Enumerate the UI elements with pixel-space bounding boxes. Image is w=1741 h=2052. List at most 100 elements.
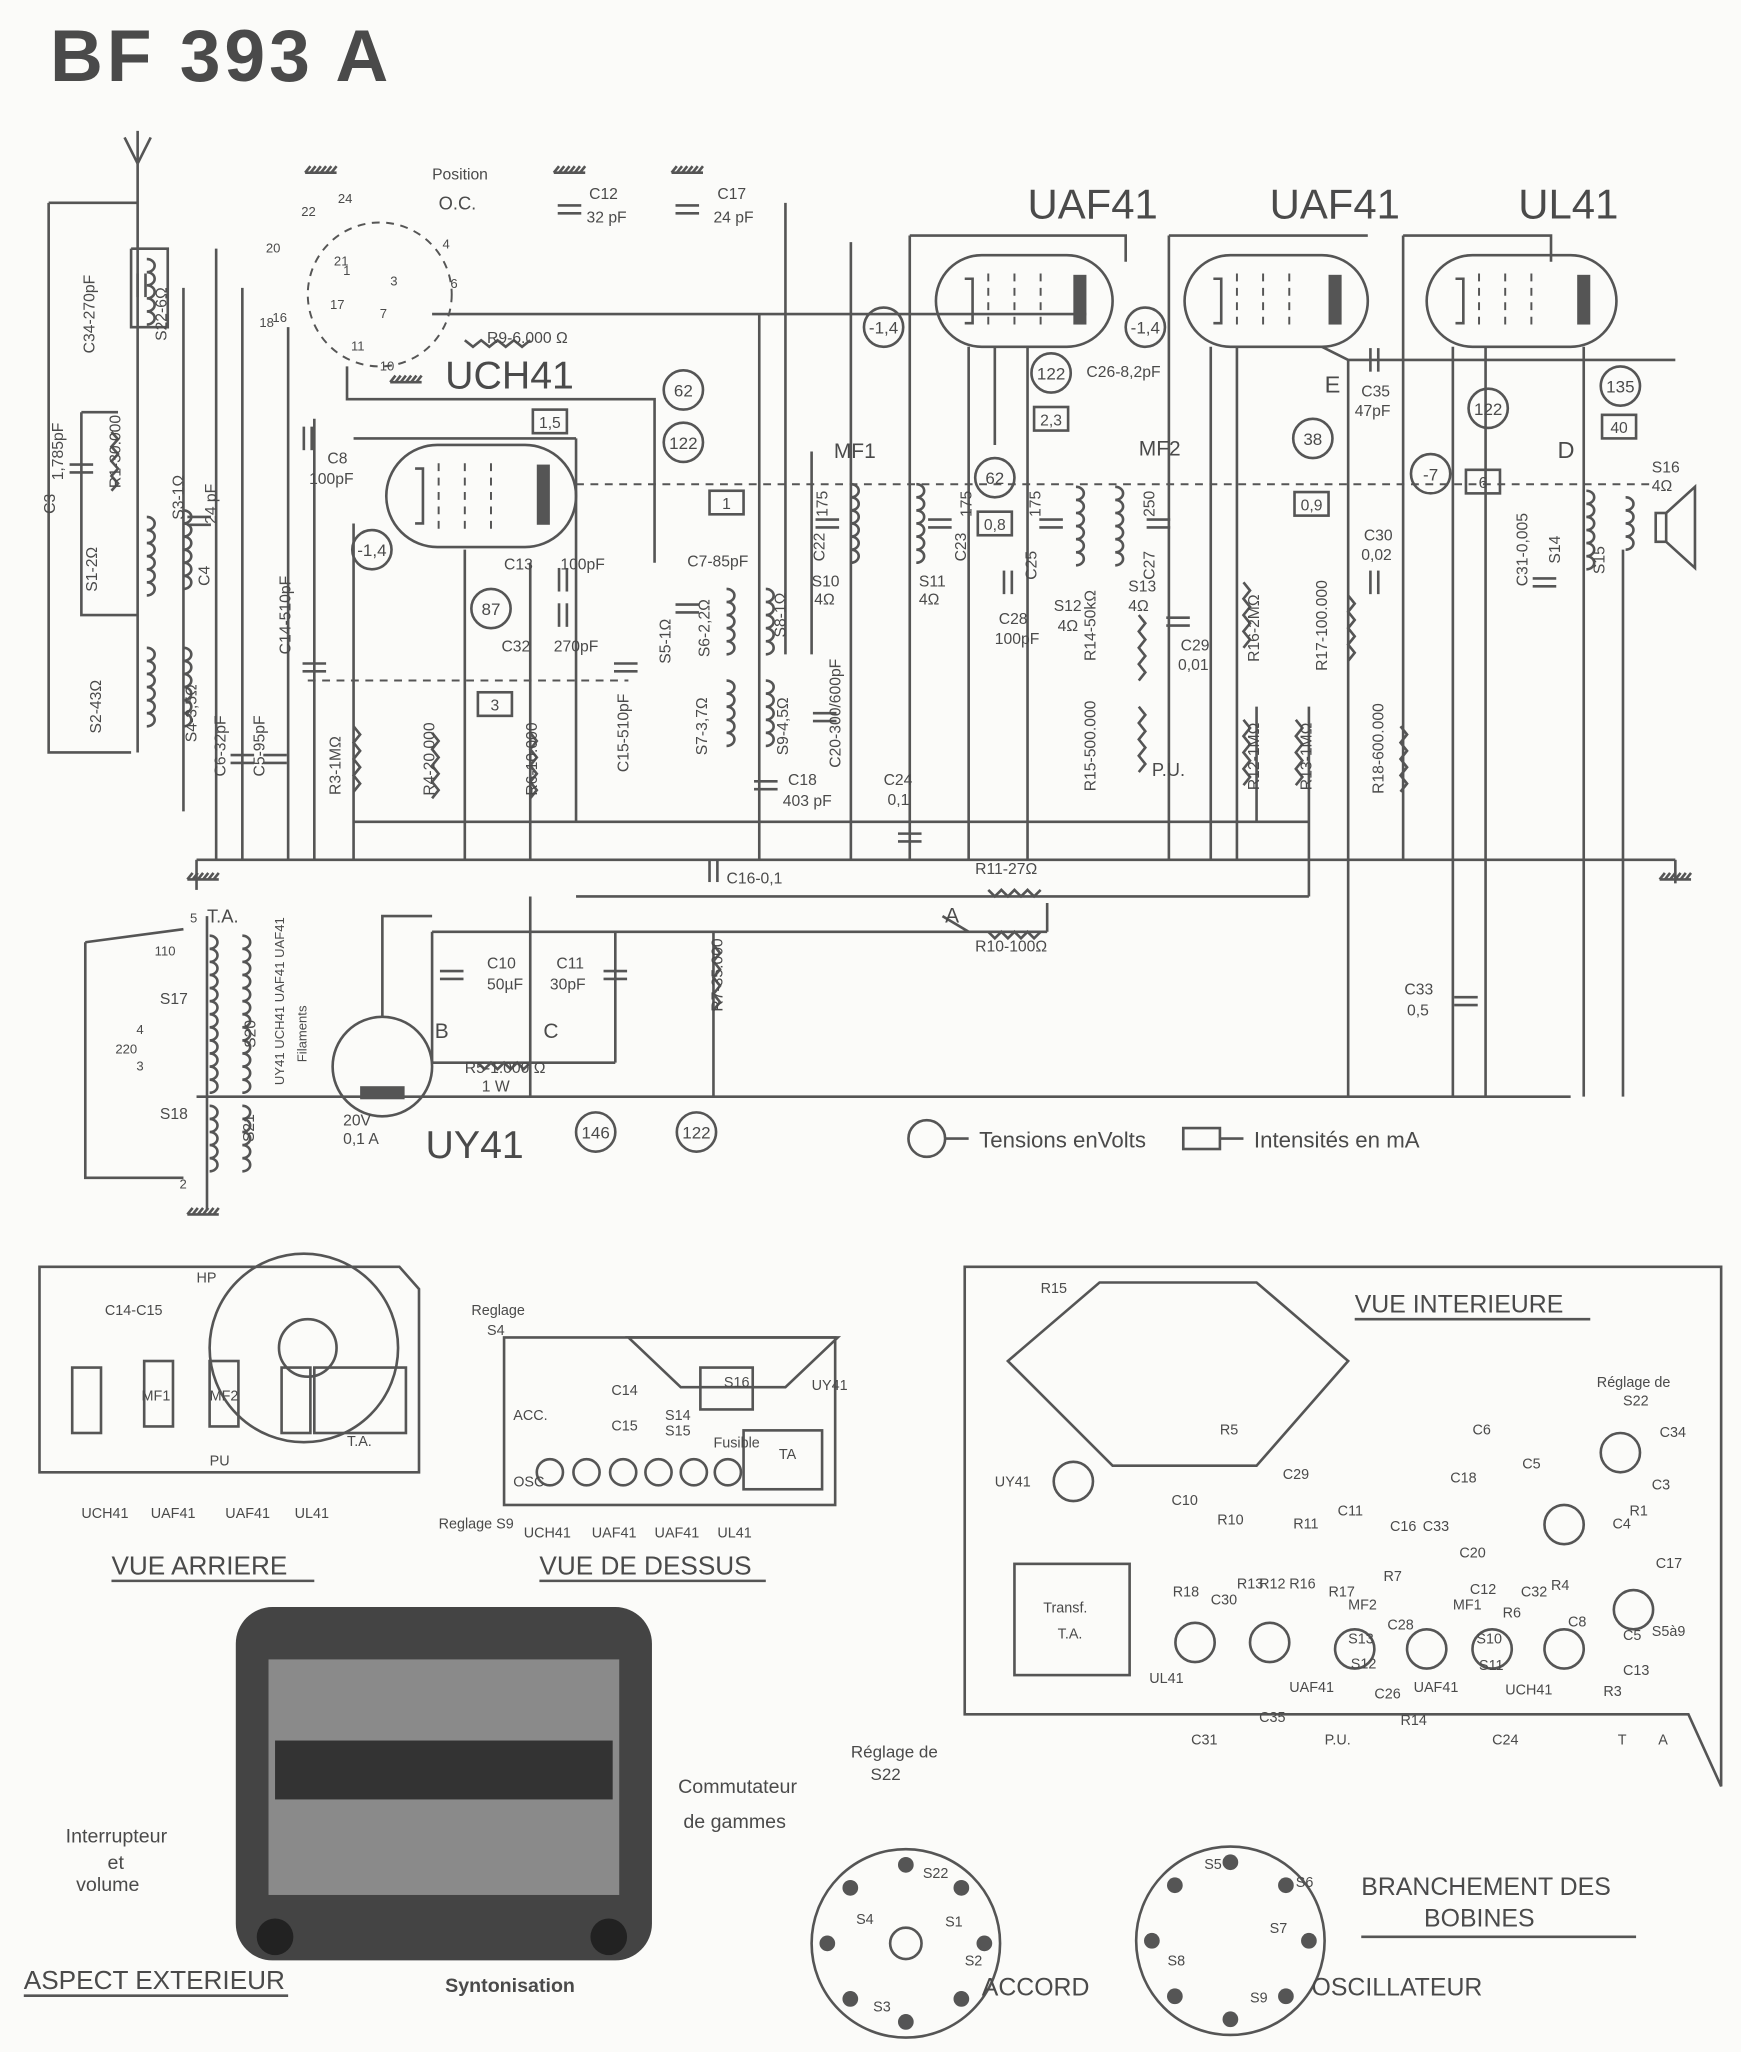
tube-envelope xyxy=(384,443,578,549)
ground-hatch xyxy=(552,165,561,174)
socket-interior xyxy=(1405,1627,1448,1670)
interior-view-label: R16 xyxy=(1289,1577,1315,1593)
resistor xyxy=(463,338,532,349)
resistor xyxy=(1137,614,1147,682)
interior-view-label: C10 xyxy=(1171,1493,1197,1509)
interior-view-label: T xyxy=(1618,1732,1627,1748)
current-value: 0,8 xyxy=(984,517,1006,534)
tube-envelope xyxy=(1425,253,1618,349)
component-label: 24 pF xyxy=(203,484,220,524)
coil-label: S3 xyxy=(873,1999,891,2015)
interior-view-label: UAF41 xyxy=(1414,1680,1459,1696)
wire xyxy=(941,914,970,933)
coil xyxy=(242,1104,252,1173)
coil xyxy=(850,482,860,565)
component-label: 11 xyxy=(351,339,365,354)
component-label: C15-510pF xyxy=(615,694,632,772)
tube-label: UAF41 xyxy=(1028,181,1158,228)
interior-view-label: S22 xyxy=(1623,1394,1649,1410)
interior-view-label: MF1 xyxy=(1453,1598,1482,1614)
component-label: MF1 xyxy=(834,440,876,463)
current-box xyxy=(476,690,514,718)
component-label: 4Ω xyxy=(814,592,835,609)
top-view-label: C15 xyxy=(611,1418,637,1434)
component-label: C4 xyxy=(197,566,214,586)
legend-current-label: Intensités en mA xyxy=(1254,1128,1420,1153)
component-label: C16-0,1 xyxy=(727,870,783,887)
ground-hatch xyxy=(186,872,194,881)
knob-volume xyxy=(256,1918,294,1956)
component-label: 0,01 xyxy=(1178,657,1209,674)
legend-voltage-symbol xyxy=(907,1118,947,1159)
rear-component xyxy=(70,1366,103,1435)
coil xyxy=(765,679,775,748)
resistor xyxy=(430,732,441,800)
component-label: 1 xyxy=(343,263,350,278)
ground-hatch xyxy=(563,165,571,174)
component-label: 4Ω xyxy=(1652,478,1673,495)
interior-view-label: S10 xyxy=(1476,1632,1502,1648)
rear-view-title: VUE ARRIERE xyxy=(111,1550,287,1580)
component-label: 0,1 A xyxy=(343,1131,379,1148)
component-label: C23 xyxy=(953,532,970,561)
component-label: MF2 xyxy=(1139,437,1181,460)
voltage-value: 122 xyxy=(682,1124,710,1143)
tube-anode xyxy=(1577,274,1591,325)
component-label: 0,1 xyxy=(888,792,910,809)
ground-hatch xyxy=(578,165,587,174)
voltage-value: 122 xyxy=(1474,400,1502,419)
tube-cathode xyxy=(415,467,425,525)
interior-view-label: C11 xyxy=(1338,1503,1363,1519)
coil-terminal xyxy=(1167,1877,1183,1894)
ground-hatch xyxy=(330,165,338,174)
component-label: 18 xyxy=(259,315,274,330)
component-label: 32 pF xyxy=(587,209,627,226)
component-label: 17 xyxy=(330,297,345,312)
ground-hatch xyxy=(568,165,576,174)
component-label: R6-10.000 xyxy=(524,722,541,796)
voltage-circle xyxy=(1291,417,1334,460)
ground-hatch xyxy=(389,374,397,383)
ground-hatch xyxy=(196,1207,205,1216)
socket-interior xyxy=(1543,1627,1586,1670)
component-label: R11-27Ω xyxy=(975,861,1037,878)
interior-view-label: C5 xyxy=(1522,1456,1540,1472)
bobines-title: BOBINES xyxy=(1424,1904,1535,1932)
current-value: 1,5 xyxy=(539,415,561,432)
interior-view-label: C20 xyxy=(1459,1545,1485,1561)
coil-label: S4 xyxy=(856,1912,874,1928)
tube-envelope xyxy=(934,253,1114,349)
current-box xyxy=(708,489,745,516)
socket-interior xyxy=(1471,1627,1514,1670)
tube-cathode xyxy=(964,277,974,325)
component-label: S1-2Ω xyxy=(84,547,101,592)
coil xyxy=(1075,485,1086,567)
interior-view-label: Réglage de xyxy=(1597,1375,1671,1391)
tube-socket-top xyxy=(608,1457,638,1487)
resistor xyxy=(711,944,722,1012)
interior-view-label: R10 xyxy=(1217,1513,1243,1529)
component-label: C33 xyxy=(1404,982,1433,999)
rear-view-label: MF2 xyxy=(210,1388,239,1404)
current-value: 1 xyxy=(722,496,731,513)
component-label: R15-500.000 xyxy=(1083,700,1100,791)
resistor xyxy=(987,929,1042,941)
interior-view-label: C32 xyxy=(1521,1585,1547,1601)
top-view-label: OSC xyxy=(513,1475,544,1491)
resistor xyxy=(351,725,362,793)
top-view-label: Reglage xyxy=(471,1303,525,1319)
voltage-circle xyxy=(675,1111,718,1153)
component-label: S17 xyxy=(160,991,188,1008)
component-label: S5-1Ω xyxy=(657,619,674,664)
speaker-cone-icon xyxy=(1665,483,1697,571)
interior-view-label: A xyxy=(1658,1732,1668,1748)
rear-component xyxy=(280,1366,312,1435)
exterior-label: volume xyxy=(76,1874,139,1896)
ground-hatch xyxy=(202,1207,210,1216)
ground-hatch xyxy=(186,1207,194,1216)
coil-terminal xyxy=(976,1935,993,1952)
resistor xyxy=(109,430,120,492)
tube-envelope xyxy=(331,1015,434,1118)
voltage-circle xyxy=(662,369,705,411)
interior-view-label: R11 xyxy=(1293,1517,1318,1533)
